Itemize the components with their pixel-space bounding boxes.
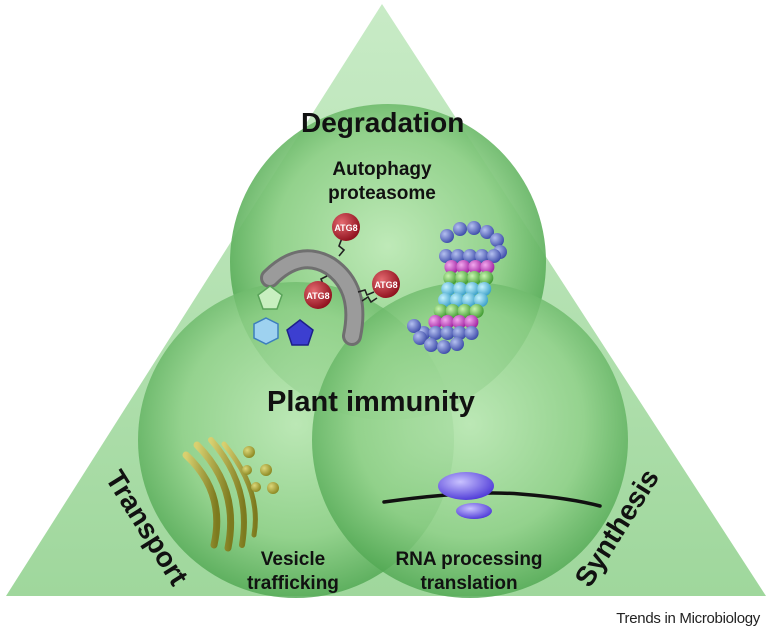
proteasome-subunit [469,304,484,318]
proteasome-subunit [439,249,453,263]
proteasome-subunit [445,304,460,318]
proteasome-subunit [453,282,468,296]
journal-credit[interactable]: Trends in Microbiology [616,610,760,627]
synthesis-subtitle-line2: translation [420,573,518,594]
proteasome-subunit [453,222,467,236]
proteasome-subunit [480,225,494,239]
synthesis-circle [312,282,628,598]
proteasome-subunit [465,282,480,296]
proteasome-subunit [440,315,455,329]
degradation-subtitle-line2: proteasome [328,183,436,204]
proteasome-subunit [433,304,448,318]
proteasome-subunit [474,293,489,307]
degradation-subtitle-line1: Autophagy [332,159,432,180]
proteasome-icon [407,221,507,354]
proteasome-subunit [441,282,456,296]
synthesis-subtitle: RNA processing translation [374,548,564,596]
proteasome-subunit [452,315,467,329]
proteasome-subunit [477,282,492,296]
proteasome-subunit [452,326,467,340]
synthesis-subtitle-line1: RNA processing [395,549,543,570]
proteasome-subunit [413,331,427,345]
proteasome-subunit [475,249,489,263]
transport-subtitle-line2: trafficking [247,573,339,594]
transport-subtitle: Vesicle trafficking [228,548,358,596]
proteasome-subunit [437,340,451,354]
proteasome-subunit [464,315,479,329]
degradation-title: Degradation [301,107,465,138]
proteasome-subunit [428,315,443,329]
proteasome-subunit [451,249,465,263]
atg8-protein: ATG8 [304,281,332,309]
proteasome-subunit [444,260,459,274]
proteasome-subunit [443,271,458,285]
proteasome-subunit [479,271,494,285]
proteasome-subunit [440,229,454,243]
proteasome-subunit [428,326,443,340]
proteasome-subunit [468,260,483,274]
proteasome-subunit [487,249,501,263]
cargo-pentagon-icon [253,285,314,346]
proteasome-subunit [480,260,495,274]
proteasome-subunit [467,271,482,285]
transport-subtitle-line1: Vesicle [260,549,326,570]
golgi-vesicle-icon [182,437,279,552]
atg8-label: ATG8 [334,223,357,233]
proteasome-subunit [462,293,477,307]
proteasome-subunit [455,271,470,285]
atg8-label: ATG8 [374,280,397,290]
degradation-subtitle: Autophagy proteasome [312,158,452,206]
ribosome-mrna-icon [382,472,602,519]
center-title: Plant immunity [267,386,475,418]
proteasome-subunit [457,304,472,318]
proteasome-subunit [440,326,455,340]
proteasome-subunit [464,326,479,340]
proteasome-subunit [463,249,477,263]
proteasome-subunit [407,319,421,333]
atg8-label: ATG8 [306,291,329,301]
proteasome-subunit [438,293,453,307]
atg8-protein: ATG8 [332,213,360,241]
proteasome-subunit [456,260,471,274]
proteasome-subunit [467,221,481,235]
proteasome-subunit [424,338,438,352]
proteasome-subunit [450,293,465,307]
proteasome-subunit [450,337,464,351]
proteasome-subunit [490,233,504,247]
atg8-protein: ATG8 [372,270,400,298]
